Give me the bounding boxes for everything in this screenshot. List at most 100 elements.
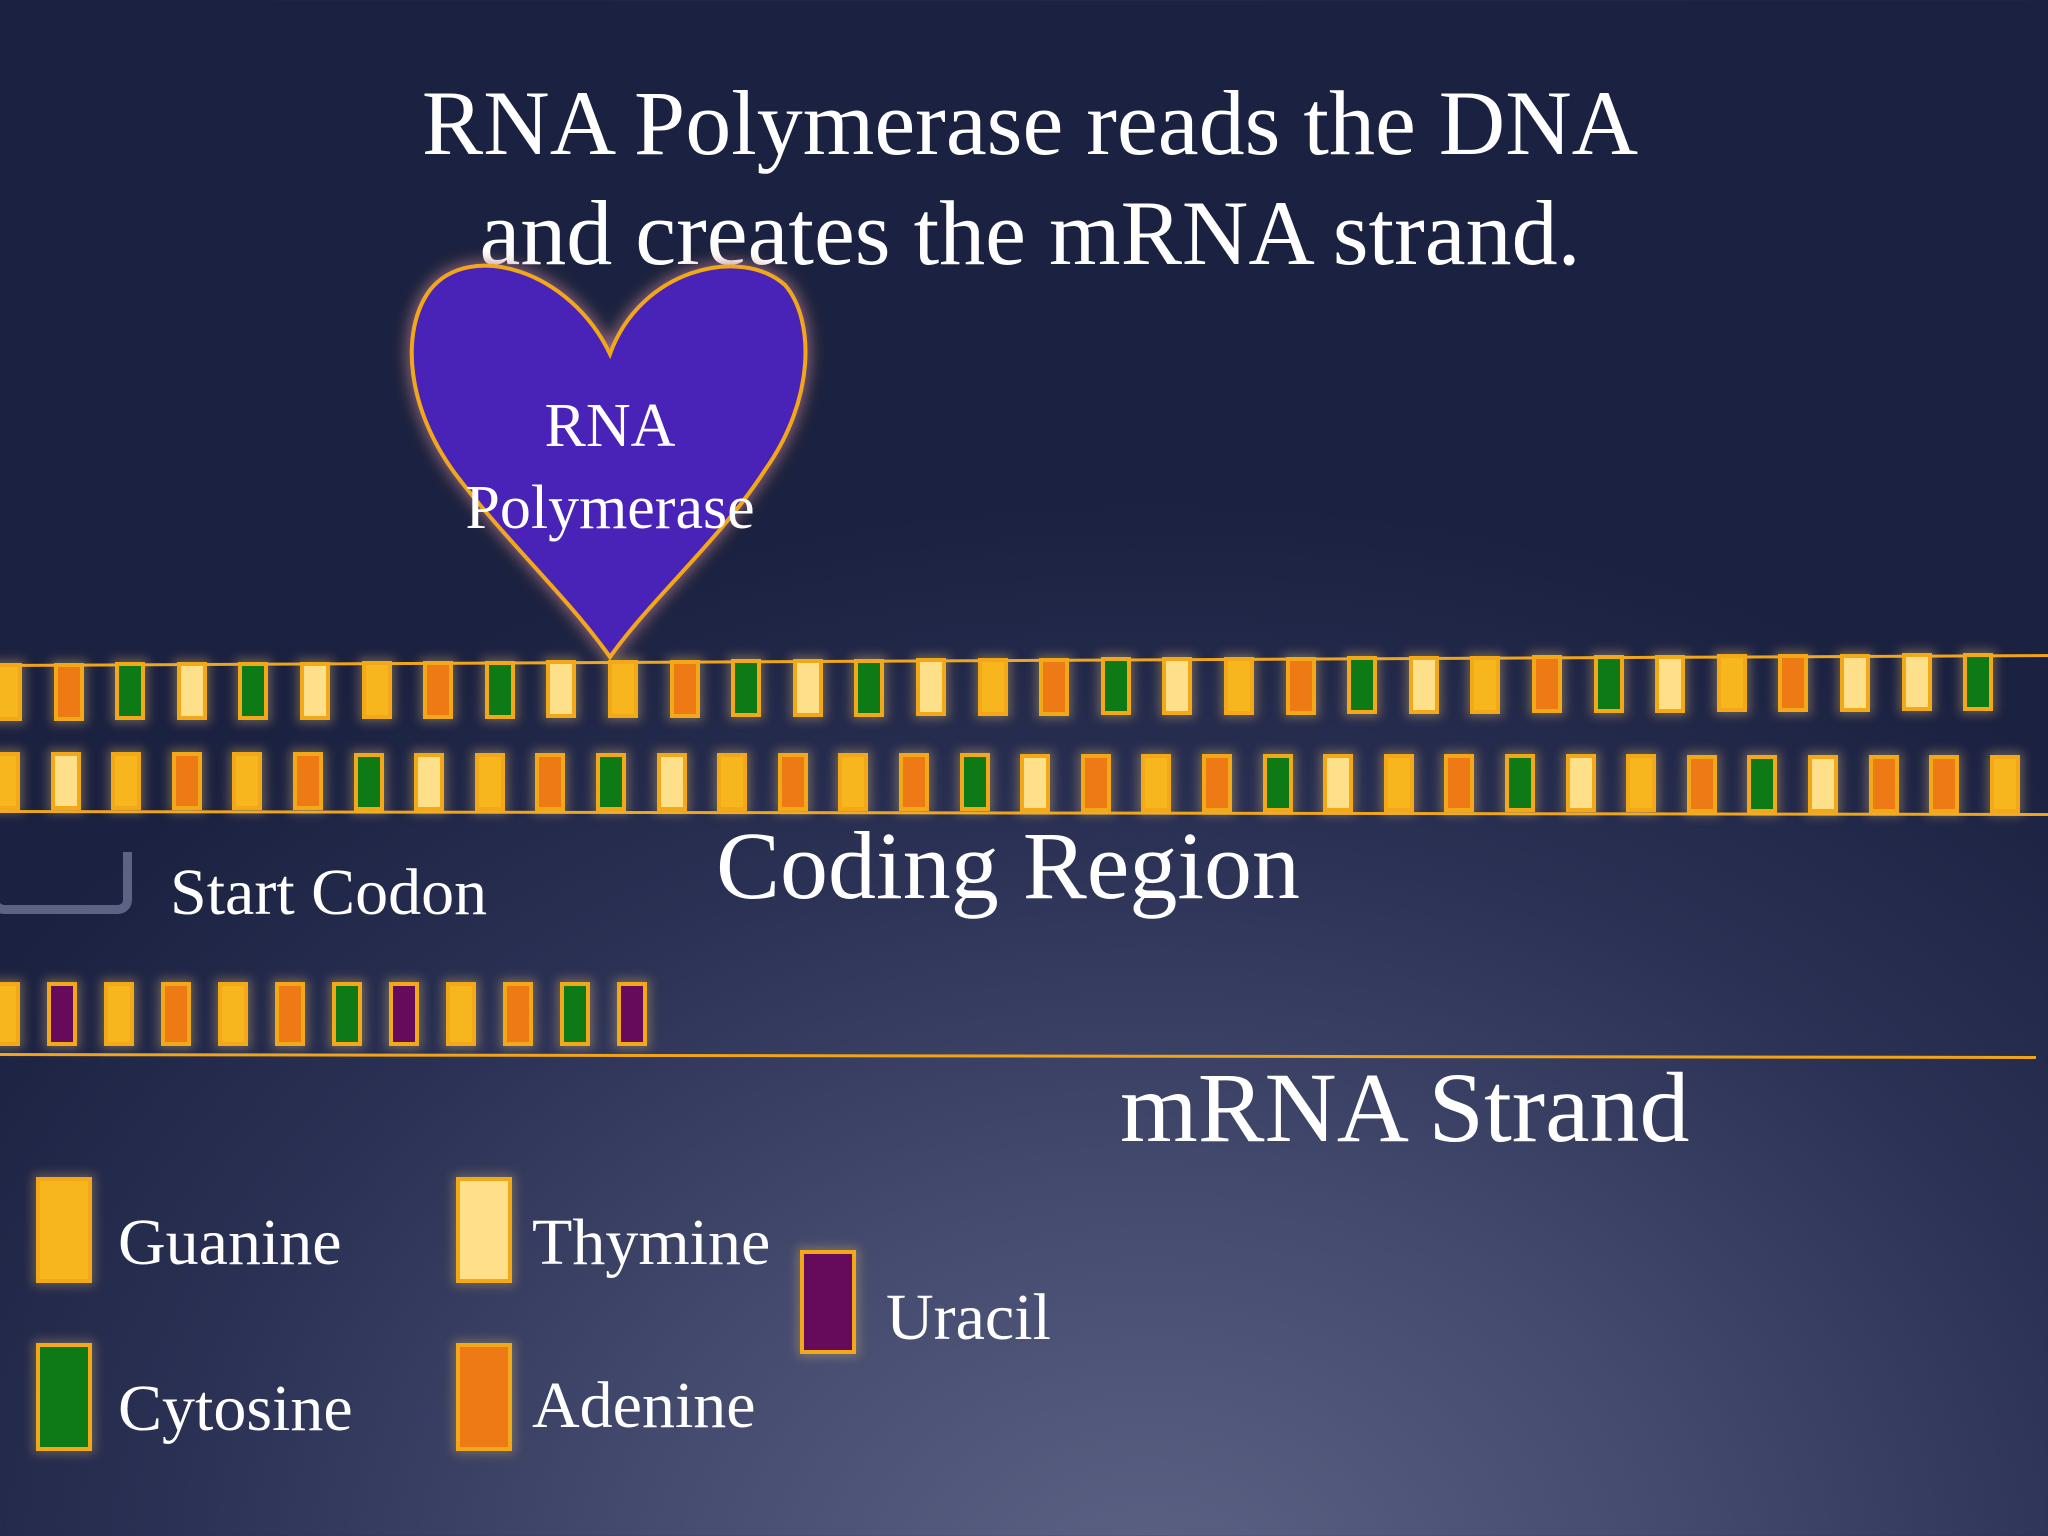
legend-label-adenine: Adenine (532, 1369, 756, 1442)
dna-top-cytosine-base (854, 658, 885, 717)
mrna-adenine-base (161, 982, 191, 1046)
dna-top-guanine-base (1716, 654, 1747, 713)
dna-top-guanine-base (0, 663, 22, 722)
dna-top-thymine-base (546, 660, 577, 719)
dna-top-thymine-base (176, 662, 207, 721)
mrna-uracil-base (47, 982, 77, 1046)
mrna-guanine-base (218, 982, 248, 1046)
dna-bottom-cytosine-base (1505, 754, 1535, 813)
dna-top-thymine-base (300, 661, 330, 720)
dna-bottom-guanine-base (717, 753, 748, 812)
dna-bottom-thymine-base (1565, 754, 1596, 813)
dna-bottom-guanine-base (1989, 754, 2020, 813)
mrna-guanine-base (104, 982, 134, 1046)
dna-bottom-adenine-base (777, 753, 808, 812)
dna-top-guanine-base (361, 661, 392, 720)
dna-bottom-adenine-base (1929, 754, 1960, 813)
mrna-adenine-base (503, 982, 533, 1046)
dna-bottom-guanine-base (1141, 753, 1172, 812)
dna-bottom-thymine-base (414, 752, 445, 811)
dna-top-guanine-base (1470, 655, 1501, 714)
dna-top-adenine-base (669, 659, 700, 718)
rna-polymerase-label: RNA Polymerase (410, 385, 810, 549)
slide-title: RNA Polymerase reads the DNA and creates… (330, 68, 1730, 288)
dna-bottom-cytosine-base (1747, 754, 1778, 813)
dna-top-adenine-base (1039, 657, 1070, 716)
mrna-strand-label: mRNA Strand (1120, 1052, 1690, 1163)
mrna-cytosine-base (332, 982, 362, 1046)
dna-top-thymine-base (792, 659, 823, 718)
rna-label-line-1: RNA (544, 392, 676, 460)
mrna-guanine-base (446, 982, 476, 1046)
dna-bottom-guanine-base (838, 753, 869, 812)
dna-bottom-cytosine-base (1262, 753, 1293, 812)
dna-top-cytosine-base (1347, 656, 1378, 715)
dna-top-guanine-base (977, 658, 1008, 717)
mrna-guanine-base (0, 982, 20, 1046)
title-line-1: RNA Polymerase reads the DNA (421, 72, 1639, 174)
dna-bottom-guanine-base (474, 752, 505, 811)
dna-bottom-adenine-base (899, 753, 929, 812)
dna-bottom-guanine-base (0, 751, 20, 810)
dna-bottom-guanine-base (1626, 754, 1657, 813)
coding-region-label: Coding Region (716, 812, 1301, 919)
legend-label-uracil: Uracil (886, 1281, 1051, 1354)
legend-label-guanine: Guanine (118, 1206, 342, 1279)
dna-top-cytosine-base (1593, 655, 1624, 714)
dna-bottom-adenine-base (535, 752, 566, 811)
mrna-uracil-base (617, 982, 647, 1046)
dna-bottom-adenine-base (293, 752, 323, 811)
dna-top-guanine-base (608, 659, 638, 718)
dna-bottom-adenine-base (1202, 753, 1232, 812)
dna-bottom-guanine-base (232, 752, 263, 811)
dna-bottom-adenine-base (1080, 753, 1111, 812)
dna-top-adenine-base (1285, 656, 1316, 715)
dna-top-adenine-base (1532, 655, 1562, 714)
dna-bottom-thymine-base (50, 752, 81, 811)
dna-top-thymine-base (1840, 653, 1870, 712)
dna-top-thymine-base (916, 658, 946, 717)
legend-swatch-guanine (36, 1177, 92, 1283)
dna-bottom-thymine-base (1020, 753, 1051, 812)
dna-bottom-guanine-base (111, 752, 142, 811)
legend-label-cytosine: Cytosine (118, 1372, 353, 1445)
dna-bottom-guanine-base (1383, 754, 1414, 813)
dna-bottom-cytosine-base (596, 752, 626, 811)
dna-top-thymine-base (1408, 655, 1439, 714)
dna-bottom-thymine-base (656, 752, 687, 811)
dna-top-cytosine-base (238, 661, 269, 720)
heart-shape (409, 263, 808, 661)
dna-bottom-adenine-base (1444, 754, 1475, 813)
dna-bottom-cytosine-base (353, 752, 384, 811)
dna-top-cytosine-base (484, 660, 515, 719)
legend-swatch-adenine (456, 1343, 512, 1451)
dna-bottom-cytosine-base (959, 753, 990, 812)
mrna-cytosine-base (560, 982, 590, 1046)
rna-label-line-2: Polymerase (465, 474, 755, 542)
dna-top-guanine-base (1224, 656, 1254, 715)
legend-swatch-cytosine (36, 1343, 92, 1451)
dna-top-thymine-base (1901, 653, 1932, 712)
dna-bottom-thymine-base (1323, 753, 1354, 812)
dna-top-adenine-base (1778, 654, 1809, 713)
mrna-uracil-base (389, 982, 419, 1046)
dna-top-cytosine-base (731, 659, 762, 718)
dna-top-thymine-base (1655, 654, 1686, 713)
dna-bottom-adenine-base (1686, 754, 1717, 813)
legend-swatch-thymine (456, 1177, 512, 1283)
dna-bottom-thymine-base (1808, 754, 1838, 813)
dna-bottom-adenine-base (171, 752, 202, 811)
mrna-adenine-base (275, 982, 305, 1046)
legend-label-thymine: Thymine (532, 1206, 771, 1279)
dna-bottom-adenine-base (1868, 754, 1899, 813)
dna-top-cytosine-base (1100, 657, 1131, 716)
dna-top-adenine-base (53, 662, 84, 721)
dna-top-cytosine-base (115, 662, 146, 721)
start-codon-bracket (0, 852, 132, 914)
legend-swatch-uracil (800, 1250, 856, 1354)
title-line-2: and creates the mRNA strand. (479, 182, 1581, 284)
dna-top-cytosine-base (1963, 653, 1994, 712)
dna-top-adenine-base (423, 660, 454, 719)
dna-top-thymine-base (1162, 657, 1193, 716)
